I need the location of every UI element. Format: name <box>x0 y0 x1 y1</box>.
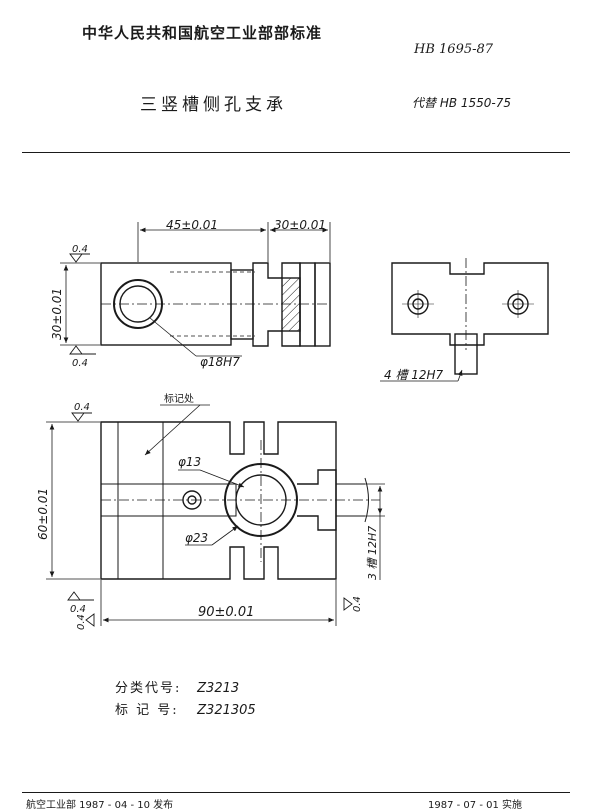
front-view-small-hole <box>182 490 202 510</box>
label-dim-30: 30±0.01 <box>274 218 326 232</box>
label-hole-18: φ18H7 <box>200 355 240 369</box>
standard-number: HB 1695-87 <box>414 42 494 57</box>
marking-code-label: 标 记 号: <box>115 703 179 718</box>
top-view-hole-outer <box>113 279 163 329</box>
marking-leader <box>144 404 201 456</box>
leader-slot <box>457 369 463 382</box>
label-dim-60: 60±0.01 <box>36 488 50 540</box>
standard-organization: 中华人民共和国航空工业部部标准 <box>82 24 323 42</box>
document-title: 三竖槽侧孔支承 <box>140 95 287 115</box>
marking-code-value: Z321305 <box>197 703 256 718</box>
label-slot-3: 3 槽 12H7 <box>366 526 379 580</box>
top-view-neck <box>230 269 254 340</box>
front-view-boss-inner <box>235 474 287 526</box>
classification-label: 分类代号: <box>115 681 182 696</box>
label-dim-30-height: 30±0.01 <box>50 288 64 340</box>
label-roughness: 0.4 <box>70 604 86 615</box>
replaces-standard: 代替 HB 1550-75 <box>412 96 512 110</box>
roughness-symbol-icon <box>67 591 94 601</box>
top-view <box>60 222 331 357</box>
side-view-body <box>391 262 549 346</box>
roughness-symbol-icon <box>69 345 96 355</box>
label-roughness: 0.4 <box>76 614 87 630</box>
label-hole-23: φ23 <box>185 531 208 545</box>
classification-row: 分类代号: Z3213 <box>115 678 256 700</box>
roughness-symbol-icon <box>71 412 92 422</box>
header-rule <box>22 152 570 153</box>
front-view-stem <box>297 469 337 531</box>
footer-rule <box>22 792 570 793</box>
top-view-hole-inner <box>119 285 157 323</box>
label-hole-13: φ13 <box>178 455 201 469</box>
leader-hole <box>149 317 197 357</box>
top-view-flange-b <box>314 262 331 347</box>
label-dim-45: 45±0.01 <box>166 218 218 232</box>
top-view-flange-a <box>299 262 316 347</box>
roughness-symbol-icon <box>343 597 353 611</box>
footer-effective: 1987 - 07 - 01 实施 <box>428 800 523 811</box>
leader-23 <box>211 525 239 546</box>
label-roughness: 0.4 <box>72 358 88 369</box>
label-roughness: 0.4 <box>72 244 88 255</box>
front-view-boss-outer <box>224 463 298 537</box>
roughness-symbol-icon <box>69 253 90 263</box>
footer-issued: 航空工业部 1987 - 04 - 10 发布 <box>26 800 174 811</box>
label-slot-4: 4 槽 12H7 <box>384 368 444 382</box>
label-marking: 标记处 <box>164 393 194 405</box>
label-roughness: 0.4 <box>352 596 363 612</box>
label-dim-90: 90±0.01 <box>198 605 254 620</box>
leader-13 <box>199 469 245 488</box>
label-roughness: 0.4 <box>74 402 90 413</box>
top-view-section-hatch <box>281 277 301 332</box>
side-view <box>380 258 549 382</box>
code-block: 分类代号: Z3213 标 记 号: Z321305 <box>115 678 256 722</box>
front-view-small-hole-inner <box>187 495 197 505</box>
classification-value: Z3213 <box>197 681 240 696</box>
front-view-body <box>100 421 337 580</box>
front-view <box>46 404 385 627</box>
marking-row: 标 记 号: Z321305 <box>115 700 256 722</box>
roughness-symbol-icon <box>85 613 95 627</box>
